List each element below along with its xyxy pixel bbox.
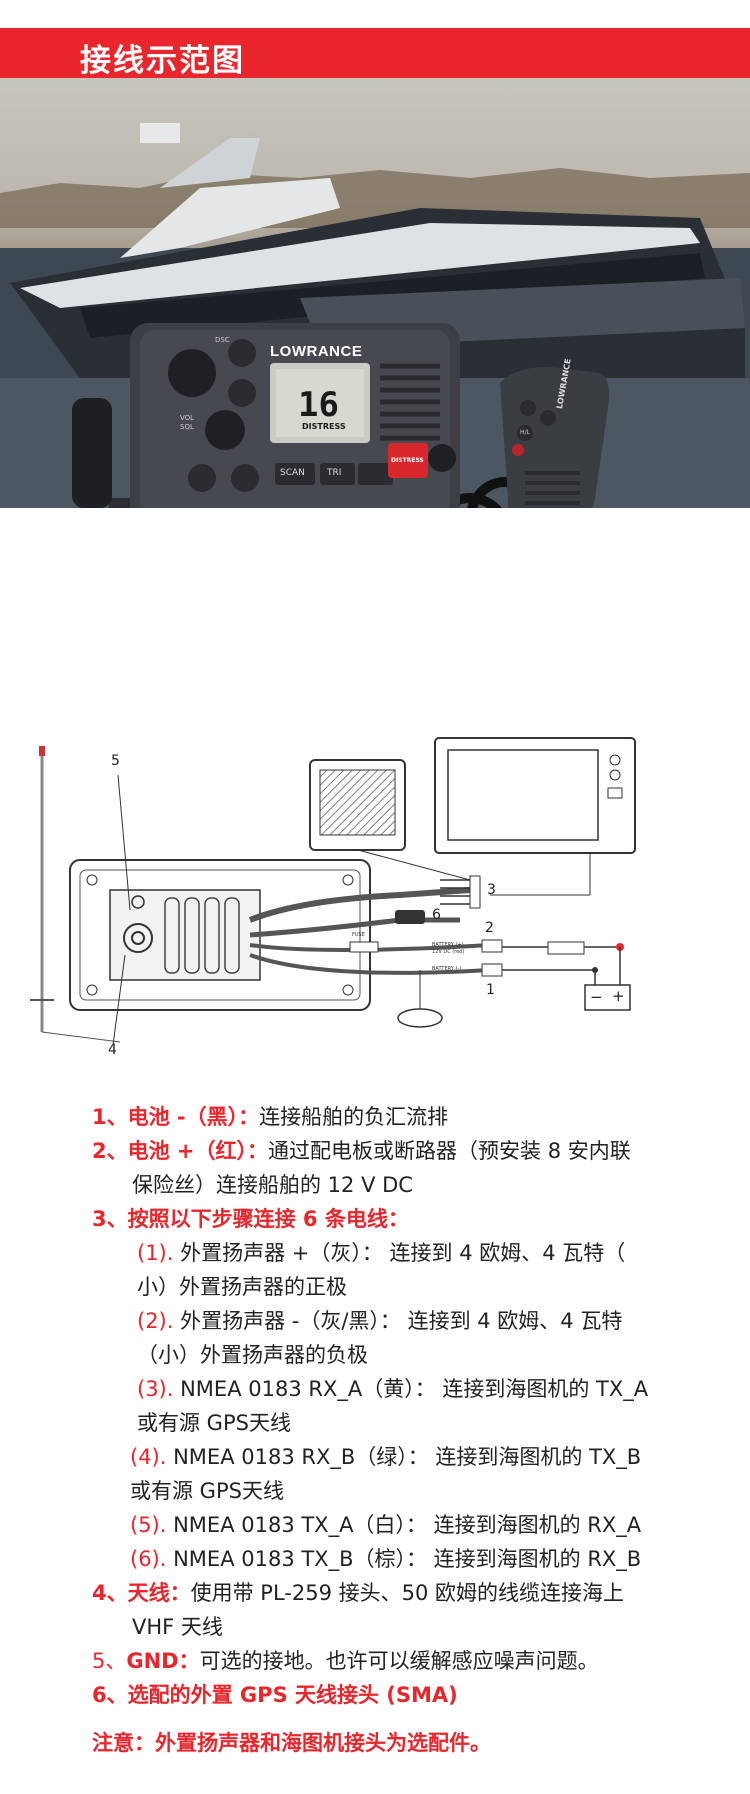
wiring-diagram-svg	[30, 737, 636, 1046]
diagram-label-6: 6	[432, 907, 441, 923]
item-3-key: 按照以下步骤连接 6 条电线：	[127, 1207, 409, 1231]
item-2-cont: 保险丝）连接船舶的 12 V DC	[132, 1173, 413, 1197]
sub-item-1: (1). 外置扬声器 +（灰）： 连接到 4 欧姆、4 瓦特（	[137, 1241, 626, 1265]
distress-button: DISTRESS	[391, 457, 424, 464]
item-2: 2、电池 +（红）：通过配电板或断路器（预安装 8 安内联	[92, 1139, 631, 1163]
scan-button: SCAN	[280, 468, 305, 478]
page-title: 接线示范图	[80, 43, 245, 79]
sub-item-4-cont: 或有源 GPS天线	[130, 1479, 284, 1503]
product-photo: LOWRANCE DSC VOL SQL 16 DISTRESS SCAN TR…	[0, 78, 750, 508]
item-2-text: 通过配电板或断路器（预安装 8 安内联	[268, 1139, 631, 1163]
note: 注意：外置扬声器和海图机接头为选配件。	[92, 1731, 491, 1755]
battery-neg-label: BATTERY (-)	[432, 966, 462, 972]
vhf-radio-illustration	[72, 323, 609, 508]
item-4-text: 使用带 PL-259 接头、50 欧姆的线缆连接海上	[190, 1581, 625, 1605]
diagram-label-4: 4	[108, 1042, 117, 1058]
fuse-label: FUSE	[352, 932, 365, 938]
battery-pos-sub-label: 12V DC (red)	[432, 949, 465, 955]
item-1: 1、电池 -（黑）：连接船舶的负汇流排	[92, 1105, 449, 1129]
item-5: 5、GND：可选的接地。也许可以缓解感应噪声问题。	[92, 1649, 599, 1673]
item-3: 3、按照以下步骤连接 6 条电线：	[92, 1207, 409, 1231]
hl-button: H/L	[520, 429, 530, 436]
item-1-key: 电池 -（黑）：	[127, 1105, 260, 1129]
sub-item-3: (3). NMEA 0183 RX_A（黄）： 连接到海图机的 TX_A	[137, 1377, 649, 1401]
item-5-key: GND：	[126, 1649, 200, 1673]
sub-item-5: (5). NMEA 0183 TX_A（白）： 连接到海图机的 RX_A	[130, 1513, 642, 1537]
item-6-key: 选配的外置 GPS 天线接头 (SMA)	[127, 1683, 458, 1707]
item-4: 4、天线：使用带 PL-259 接头、50 欧姆的线缆连接海上	[92, 1581, 625, 1605]
channel-display: 16	[298, 385, 339, 425]
battery-pos-label: BATTERY (+)	[432, 942, 464, 948]
diagram-label-1: 1	[486, 982, 495, 998]
sub-item-2-cont: （小）外置扬声器的负极	[137, 1343, 368, 1367]
item-4-key: 天线：	[127, 1581, 191, 1605]
sub-item-4: (4). NMEA 0183 RX_B（绿）： 连接到海图机的 TX_B	[130, 1445, 642, 1469]
item-1-text: 连接船舶的负汇流排	[259, 1105, 449, 1129]
battery-minus-symbol: −	[590, 988, 603, 1006]
diagram-label-5: 5	[111, 753, 120, 769]
item-5-text: 可选的接地。也许可以缓解感应噪声问题。	[199, 1649, 599, 1673]
header-bar: 接线示范图	[0, 28, 750, 79]
diagram-label-3: 3	[487, 882, 496, 898]
sub-item-3-cont: 或有源 GPS天线	[137, 1411, 291, 1435]
sub-item-2: (2). 外置扬声器 -（灰/黑）： 连接到 4 欧姆、4 瓦特	[137, 1309, 623, 1333]
wiring-instructions: 1、电池 -（黑）：连接船舶的负汇流排 2、电池 +（红）：通过配电板或断路器（…	[92, 1100, 712, 1760]
item-2-key: 电池 +（红）：	[127, 1139, 269, 1163]
diagram-label-2: 2	[485, 920, 494, 936]
dsc-label: DSC	[215, 336, 230, 344]
sql-label: SQL	[180, 423, 194, 431]
channel-label: DISTRESS	[302, 422, 346, 431]
brand-logo: LOWRANCE	[270, 343, 363, 360]
item-4-cont: VHF 天线	[132, 1615, 223, 1639]
item-6: 6、选配的外置 GPS 天线接头 (SMA)	[92, 1683, 458, 1707]
wiring-diagram: 5 4 3 6 2 1 FUSE BATTERY (+) 12V DC (red…	[20, 720, 730, 1060]
tri-button: TRI	[327, 468, 342, 478]
sub-item-6: (6). NMEA 0183 TX_B（棕）： 连接到海图机的 RX_B	[130, 1547, 642, 1571]
vol-label: VOL	[180, 414, 195, 422]
sub-item-1-cont: 小）外置扬声器的正极	[137, 1275, 347, 1299]
battery-plus-symbol: +	[612, 987, 625, 1005]
